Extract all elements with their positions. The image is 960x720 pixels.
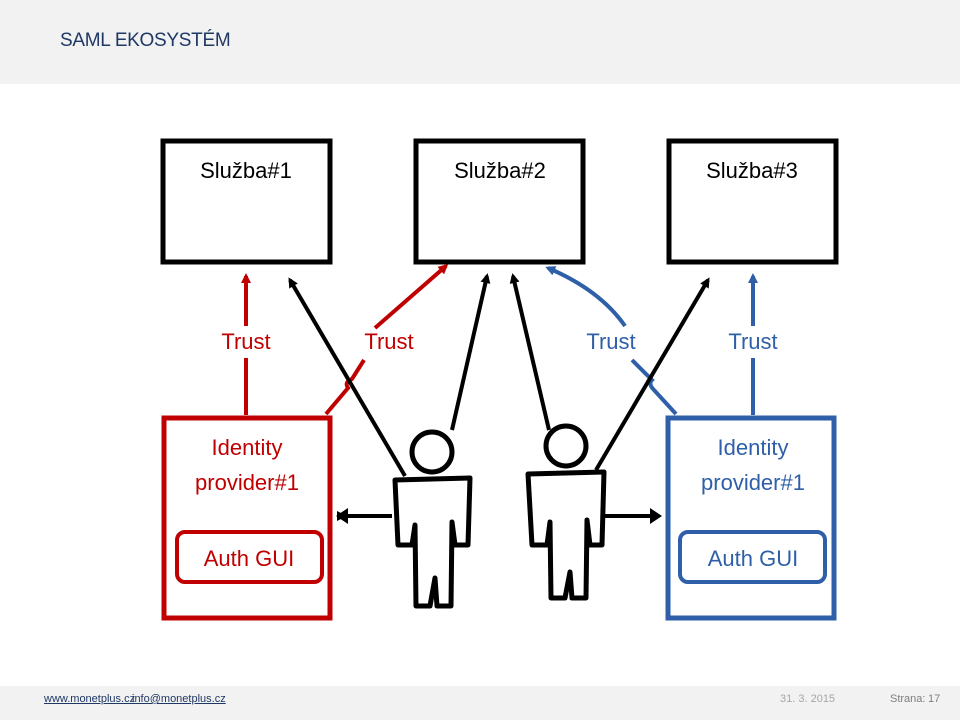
user1-to-service2-arrow bbox=[450, 273, 491, 431]
footer-page-label: Strana: bbox=[890, 693, 926, 705]
user2-auth-gui-arrow bbox=[604, 508, 662, 524]
trust-arrow-idp2-service2-top bbox=[545, 266, 627, 328]
footer-website-link[interactable]: www.monetplus.cz bbox=[44, 693, 136, 705]
trust-label-3: Trust bbox=[586, 329, 635, 354]
auth-gui-right-box bbox=[678, 530, 827, 584]
service-box-3: Služba#3 bbox=[666, 138, 839, 265]
identity-provider-right: Identity provider#1 Auth GUI bbox=[665, 415, 837, 621]
auth-gui-left-box bbox=[175, 530, 324, 584]
footer-email-link[interactable]: info@monetplus.cz bbox=[132, 693, 226, 705]
idp-right-line2: provider#1 bbox=[701, 470, 805, 495]
trust-arrow-idp1-service2-bottom bbox=[324, 358, 366, 416]
user1-auth-gui-arrow bbox=[336, 508, 392, 524]
service-box-1: Služba#1 bbox=[160, 138, 333, 265]
idp-right-line1: Identity bbox=[718, 435, 789, 460]
user2-to-service3-arrow bbox=[594, 277, 710, 472]
trust-label-2: Trust bbox=[364, 329, 413, 354]
service-box-2: Služba#2 bbox=[413, 138, 586, 265]
footer-band bbox=[0, 686, 960, 720]
identity-provider-left: Identity provider#1 Auth GUI bbox=[161, 415, 333, 621]
idp-left-line2: provider#1 bbox=[195, 470, 299, 495]
trust-arrow-idp2-service2-bottom bbox=[630, 358, 678, 416]
service-label-1: Služba#1 bbox=[200, 158, 292, 183]
trust-label-1: Trust bbox=[221, 329, 270, 354]
user-figure-right bbox=[525, 423, 607, 601]
footer-page-number: 17 bbox=[928, 693, 941, 705]
user2-to-service2-arrow bbox=[509, 273, 551, 431]
trust-arrow-idp1-service2-top bbox=[373, 264, 449, 330]
service-label-3: Služba#3 bbox=[706, 158, 798, 183]
footer-date: 31. 3. 2015 bbox=[780, 693, 836, 705]
auth-gui-right-label: Auth GUI bbox=[708, 546, 798, 571]
service-label-2: Služba#2 bbox=[454, 158, 546, 183]
user-figure-left bbox=[392, 429, 473, 609]
idp-left-line1: Identity bbox=[212, 435, 283, 460]
auth-gui-left-label: Auth GUI bbox=[204, 546, 294, 571]
trust-label-4: Trust bbox=[728, 329, 777, 354]
user1-to-service1-arrow bbox=[288, 277, 407, 478]
header-band bbox=[0, 0, 960, 84]
slide-title: SAML EKOSYSTÉM bbox=[60, 30, 231, 51]
